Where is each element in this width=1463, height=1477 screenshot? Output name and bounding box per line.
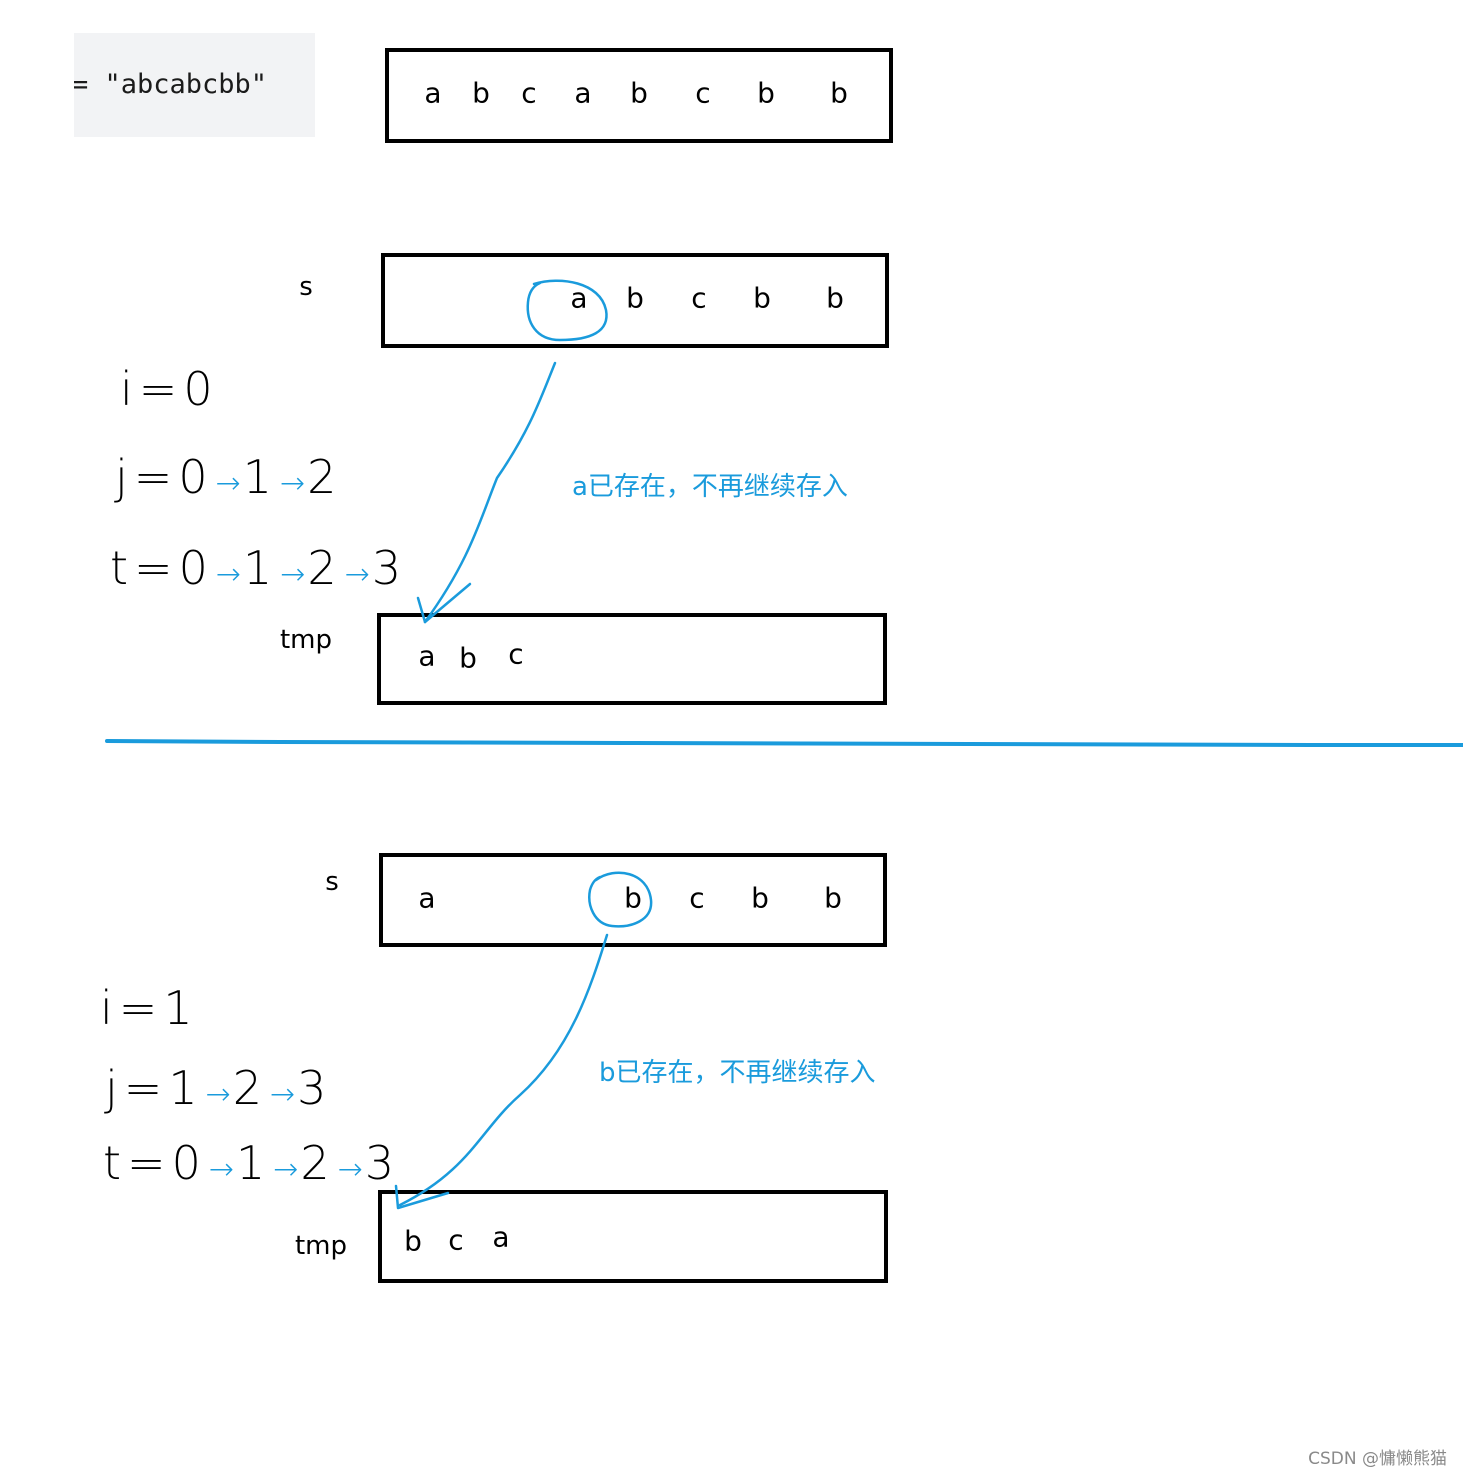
panel1-i-line: i=0 [120,366,219,412]
code-snippet-text: = "abcabcbb" [74,69,268,100]
panel1-j-lhs: j=0 [115,450,214,504]
panel1-j-step: 2 [307,450,343,504]
panel2-arrow [398,933,609,1207]
watermark: CSDN @慵懒熊猫 [1308,1449,1447,1469]
arrow-icon: → [270,1077,296,1112]
panel2-i-line: i=1 [100,985,199,1031]
panel2-t-step: 3 [364,1136,401,1190]
arrow-icon: → [273,1152,299,1187]
arrow-icon: → [280,466,306,501]
panel2-s-cell: c [689,881,705,915]
panel1-j-line: j=0→1→2 [115,454,342,500]
panel2-j-step: 2 [232,1061,269,1115]
panel1-t-step: 3 [371,541,408,595]
panel1-tmp-cell: b [459,641,477,675]
panel2-j-step: 3 [297,1061,333,1115]
panel2-s-cell: b [624,881,642,915]
top-string-box [385,48,893,143]
panel2-s-cell: b [751,881,769,915]
panel1-t-line: t=0→1→2→3 [110,545,407,591]
panel1-tmp-box [377,613,887,705]
panel2-s-cell: a [418,881,436,915]
section-divider [105,739,1463,747]
top-cell: b [472,76,490,110]
panel2-t-line: t=0→1→2→3 [103,1140,400,1186]
arrow-icon: → [205,1077,231,1112]
panel2-tmp-label: tmp [294,1231,348,1261]
panel1-arrow [423,361,557,624]
panel2-note: b已存在，不再继续存入 [599,1058,876,1088]
panel1-s-cell: b [826,281,844,315]
panel1-s-cell: b [753,281,771,315]
arrow-icon: → [337,1152,363,1187]
panel2-t-step: 2 [300,1136,336,1190]
top-cell: b [630,76,648,110]
panel1-t-step: 2 [307,541,343,595]
top-cell: a [424,76,442,110]
panel2-tmp-cell: c [448,1223,464,1257]
arrow-icon: → [215,557,241,592]
panel1-s-cell: b [626,281,644,315]
top-cell: b [830,76,848,110]
panel2-t-step: 1 [236,1136,272,1190]
panel2-t-lhs: t=0 [103,1136,207,1190]
panel1-i-lhs: i=0 [120,362,219,416]
panel1-s-cell: c [691,281,707,315]
panel1-s-cell: a [570,281,588,315]
panel2-s-cell: b [824,881,842,915]
panel1-tmp-cell: a [418,639,436,673]
top-cell: c [695,76,711,110]
panel2-j-line: j=1→2→3 [105,1065,332,1111]
panel2-tmp-box [378,1190,888,1283]
arrow-icon: → [208,1152,234,1187]
panel1-j-step: 1 [242,450,279,504]
panel1-t-lhs: t=0 [110,541,214,595]
panel1-t-step: 1 [243,541,279,595]
top-cell: c [521,76,537,110]
panel1-tmp-label: tmp [279,625,333,655]
panel2-j-lhs: j=1 [105,1061,204,1115]
panel2-tmp-cell: b [404,1224,422,1258]
panel2-i-lhs: i=1 [100,981,199,1035]
top-cell: a [574,76,592,110]
arrow-icon: → [280,557,306,592]
code-snippet: = "abcabcbb" [74,33,315,137]
arrow-icon: → [344,557,370,592]
top-cell: b [757,76,775,110]
panel2-s-box [379,853,887,947]
panel2-tmp-cell: a [492,1220,510,1254]
panel1-s-label: s [299,272,313,302]
arrow-icon: → [215,466,241,501]
panel1-note: a已存在，不再继续存入 [572,472,848,502]
panel2-s-label: s [325,867,339,897]
panel1-s-box [381,253,889,348]
panel1-tmp-cell: c [508,637,524,671]
